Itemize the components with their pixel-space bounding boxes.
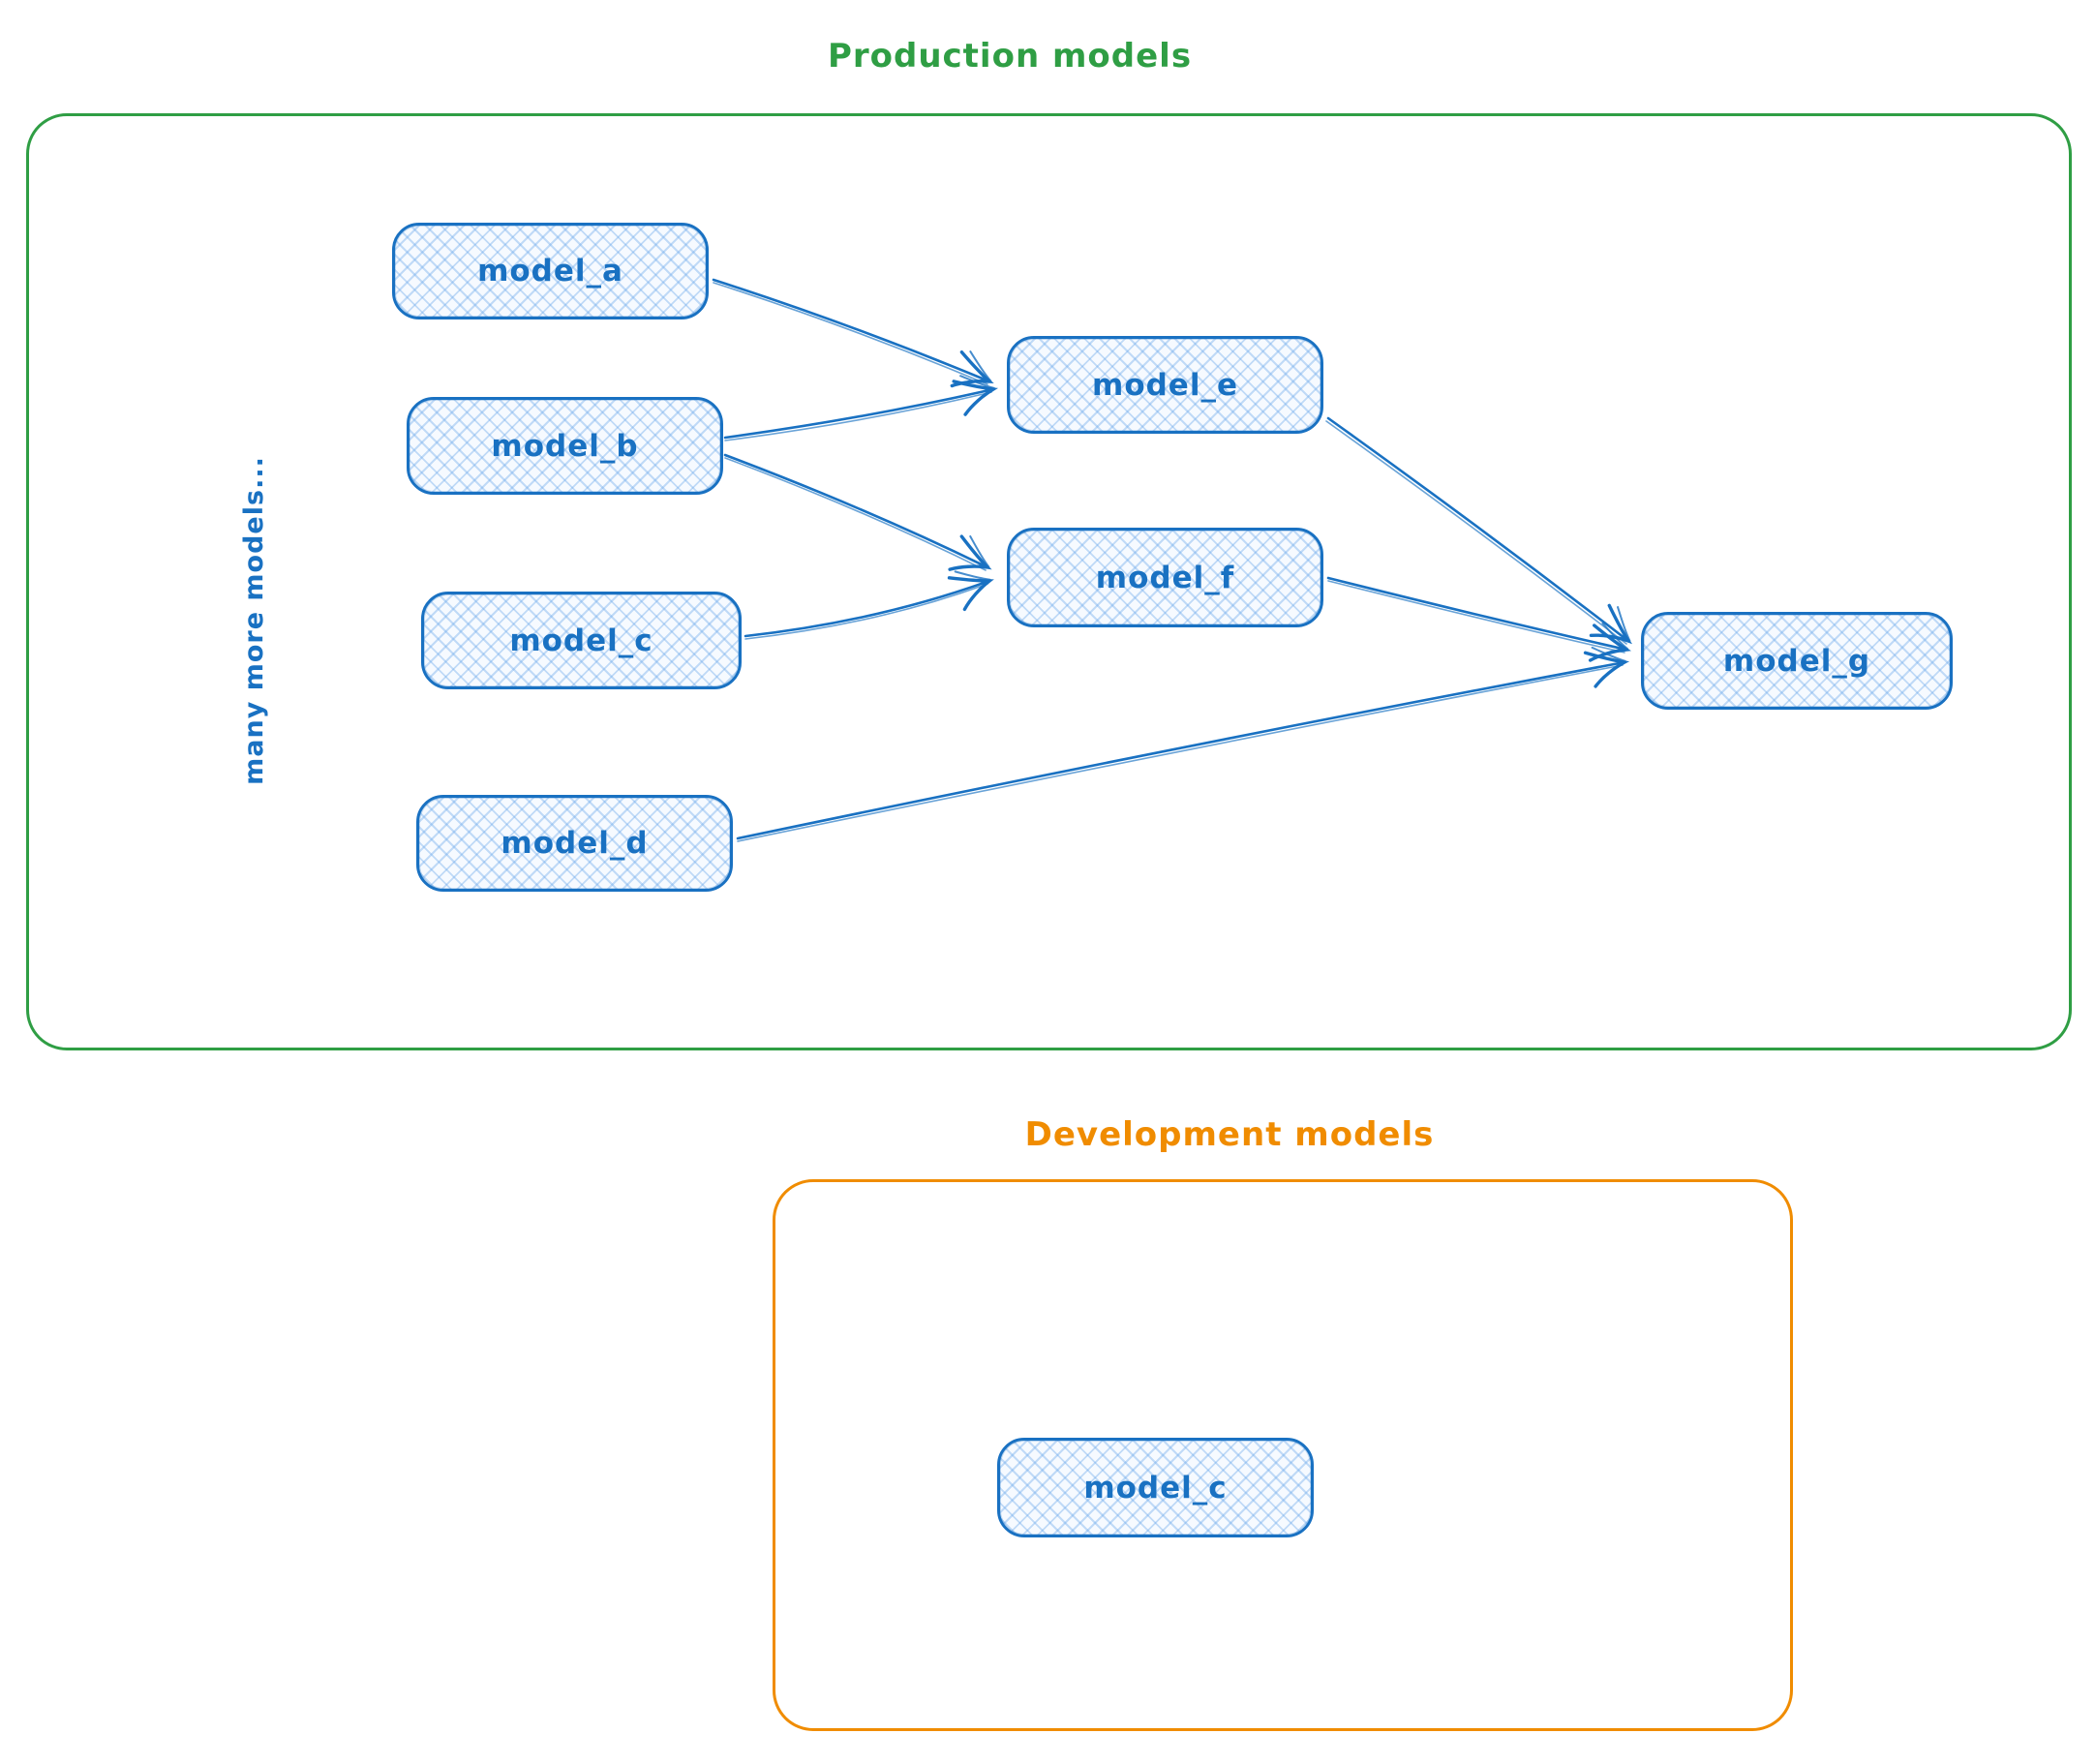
edge-model_b-model_f[interactable] — [723, 453, 992, 571]
node-model_d[interactable]: model_d — [416, 795, 733, 892]
node-model_g[interactable]: model_g — [1641, 612, 1953, 710]
node-model_e[interactable]: model_e — [1007, 336, 1323, 434]
edge-model_e-model_g[interactable] — [1325, 416, 1633, 645]
edge-model_f-model_g[interactable] — [1326, 576, 1632, 662]
node-label: model_d — [501, 826, 649, 861]
edge-model_c-model_f[interactable] — [744, 570, 994, 640]
node-label: model_f — [1095, 560, 1235, 595]
node-label: model_g — [1722, 643, 1871, 679]
node-label: model_c — [509, 623, 653, 658]
edge-model_b-model_e[interactable] — [723, 375, 999, 441]
development-group-frame[interactable] — [773, 1179, 1793, 1731]
edge-model_d-model_g[interactable] — [736, 646, 1630, 842]
production-group-title[interactable]: Production models — [827, 37, 1193, 76]
node-model_c-development[interactable]: model_c — [997, 1438, 1314, 1537]
node-label: model_e — [1092, 367, 1238, 403]
node-model_b[interactable]: model_b — [407, 397, 723, 495]
development-group-title[interactable]: Development models — [1024, 1115, 1435, 1154]
many-more-models-note[interactable]: many more models... — [238, 456, 269, 785]
edge-model_a-model_e[interactable] — [712, 278, 994, 388]
node-model_c[interactable]: model_c — [421, 592, 742, 689]
node-model_a[interactable]: model_a — [392, 223, 709, 319]
node-label: model_b — [491, 428, 639, 464]
node-label: model_c — [1083, 1470, 1228, 1505]
node-model_f[interactable]: model_f — [1007, 528, 1323, 627]
node-label: model_a — [477, 254, 623, 289]
production-group-frame[interactable] — [26, 113, 2072, 1050]
